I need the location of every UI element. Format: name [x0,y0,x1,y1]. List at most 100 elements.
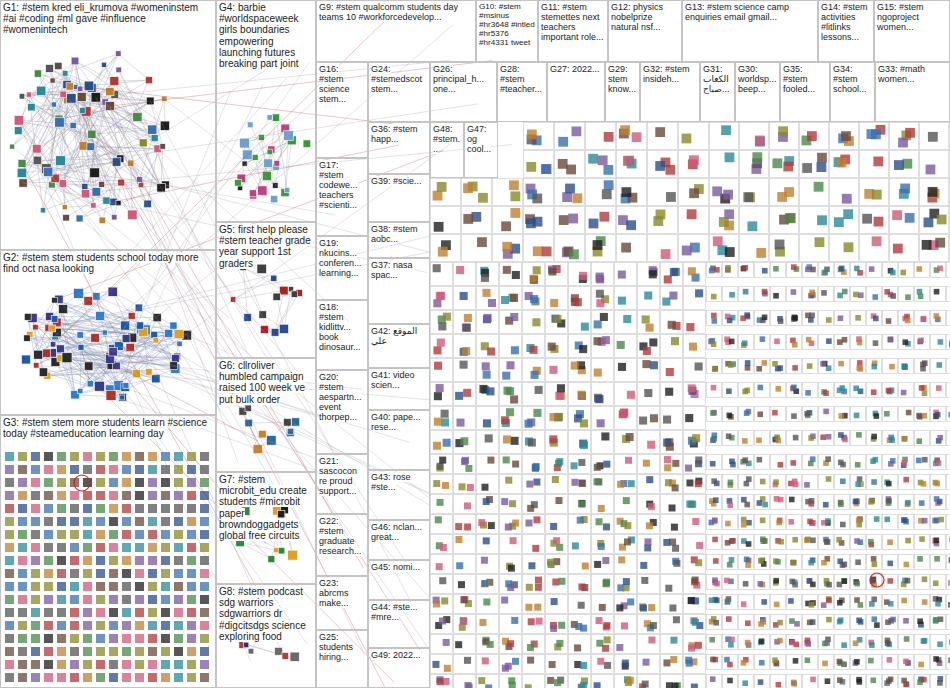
vertex-image [889,437,895,443]
vertex-image [826,434,832,440]
vertex-image [594,464,601,471]
vertex-image [742,438,748,444]
vertex-image [662,298,670,306]
vertex-image [807,131,817,141]
vertex-image [443,313,451,321]
vertex-image [902,159,912,169]
vertex-image [752,152,762,162]
vertex-image [778,318,784,324]
vertex-image [460,437,468,445]
vertex-image [578,459,585,466]
vertex-image [655,161,665,171]
vertex-image [460,361,468,369]
vertex-image [623,315,631,323]
vertex-image [604,180,614,190]
vertex-image [481,274,489,282]
vertex-image [617,341,625,349]
vertex-image [506,387,514,395]
vertex-image [919,385,925,391]
vertex-image [723,190,733,200]
vertex-image [757,317,763,323]
vertex-image [817,153,827,163]
vertex-image [598,155,608,165]
vertex-image [603,165,613,175]
vertex-image [712,186,722,196]
vertex-image [596,290,604,298]
vertex-image [511,437,519,445]
vertex-image [916,438,922,444]
vertex-image [456,266,464,274]
vertex-image [742,340,748,346]
vertex-image [857,360,863,366]
vertex-image [665,388,673,396]
vertex-image [501,416,509,424]
vertex-image [802,163,812,173]
vertex-image [900,184,910,194]
vertex-image [653,216,663,226]
small-group-tiles [431,123,950,688]
vertex-image [535,386,543,394]
vertex-image [512,461,519,468]
vertex-image [857,340,863,346]
vertex-image [834,217,844,227]
vertex-image [618,271,626,279]
vertex-image [894,160,904,170]
vertex-image [580,441,588,449]
group-tile [617,235,647,262]
vertex-image [853,292,859,298]
vertex-image [626,220,636,230]
vertex-image [666,192,676,202]
vertex-image [688,384,696,392]
vertex-image [714,267,720,273]
vertex-image [921,316,927,322]
vertex-image [823,390,829,396]
vertex-image [871,389,877,395]
vertex-image [792,342,798,348]
vertex-image [433,442,441,450]
vertex-image [550,299,558,307]
vertex-image [856,432,862,438]
vertex-image [463,214,473,224]
vertex-image [687,209,697,219]
vertex-image [643,347,651,355]
vertex-image [433,264,441,272]
vertex-image [603,461,610,468]
vertex-image [596,275,604,283]
vertex-image [566,165,576,175]
group-tile [947,359,950,374]
vertex-image [434,362,442,370]
vertex-image [433,299,441,307]
vertex-image [742,389,748,395]
vertex-image [597,419,605,427]
vertex-image [744,410,750,416]
vertex-image [509,180,519,190]
vertex-image [937,215,947,225]
vertex-image [785,213,795,223]
vertex-image [905,318,911,324]
vertex-image [601,432,609,440]
vertex-image [555,413,563,421]
vertex-image [933,313,939,319]
vertex-image [806,337,812,343]
vertex-image [727,318,733,324]
vertex-image [820,361,826,367]
vertex-image [436,463,443,470]
vertex-image [822,270,828,276]
vertex-image [775,366,781,372]
vertex-image [461,458,468,465]
vertex-image [524,420,532,428]
vertex-image [857,270,863,276]
vertex-image [935,238,945,248]
vertex-image [685,465,692,472]
vertex-image [685,414,693,422]
vertex-image [922,240,932,250]
vertex-image [506,408,514,416]
vertex-image [511,346,519,354]
vertex-image [688,267,696,275]
vertex-image [760,336,766,342]
group-tile [947,431,950,446]
vertex-image [618,297,626,305]
vertex-image [549,435,557,443]
vertex-image [501,221,511,231]
vertex-image [756,438,762,444]
